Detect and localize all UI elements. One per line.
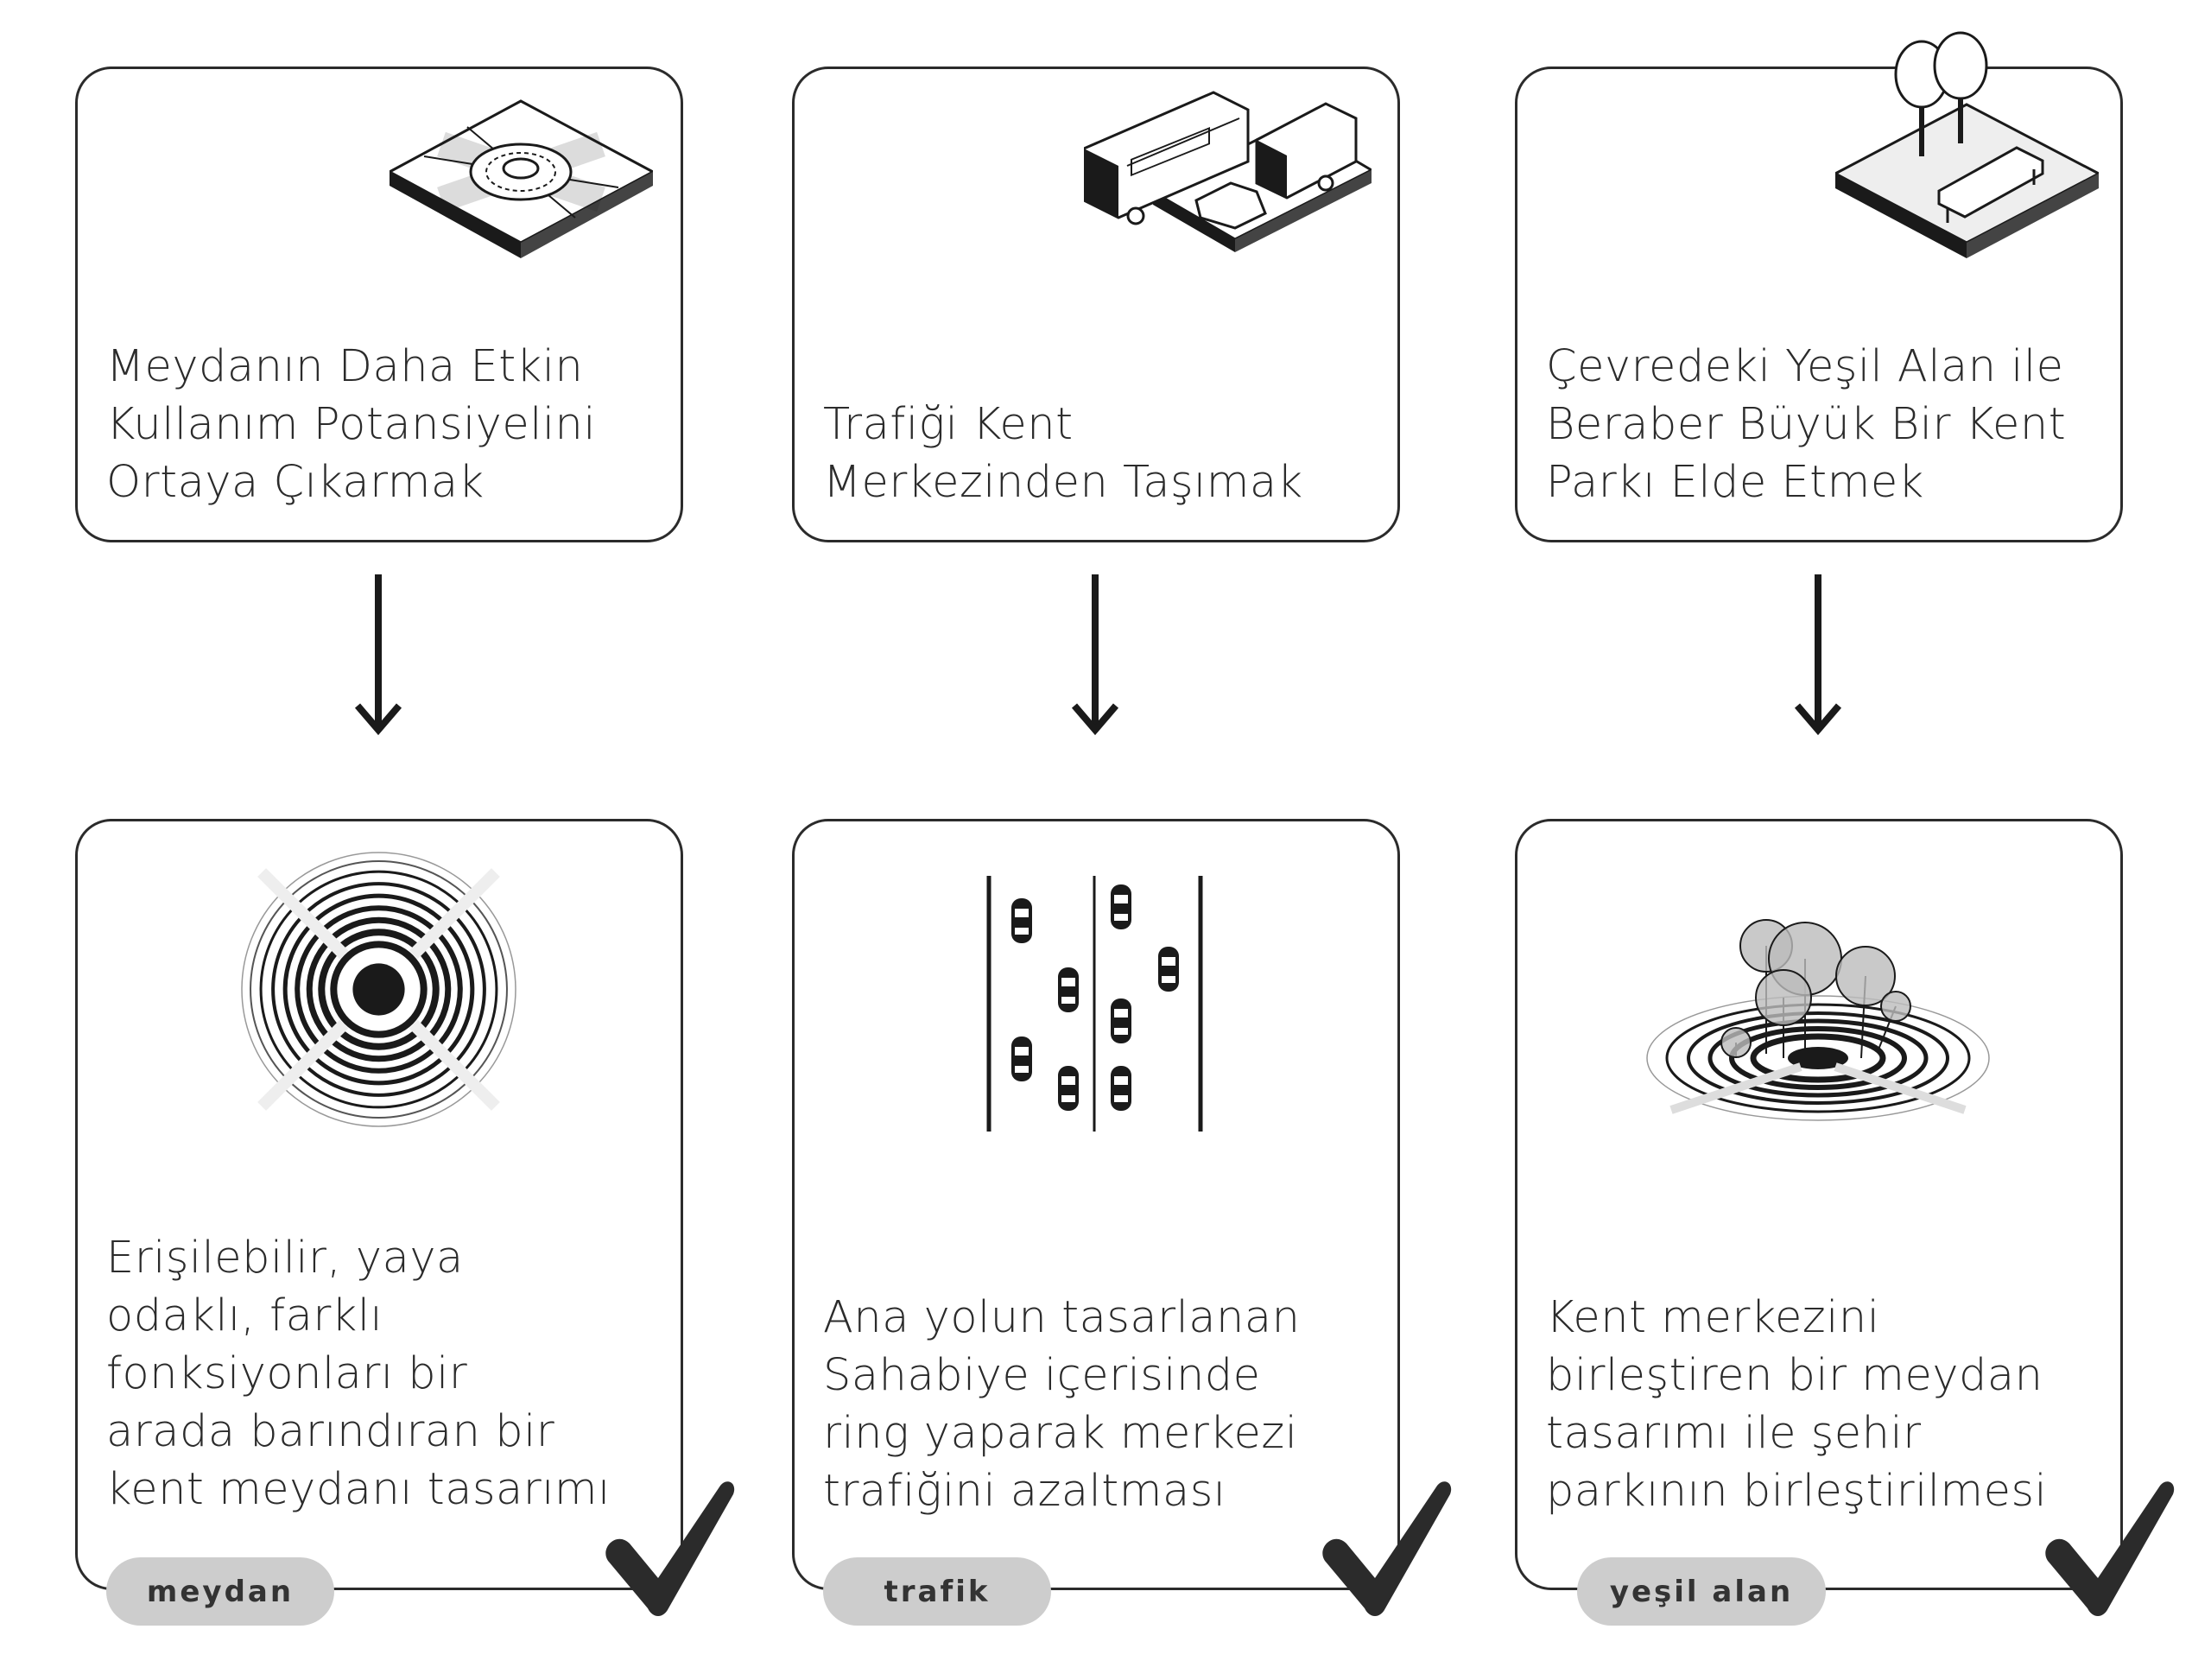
park-trees-bench-isometric-icon <box>1835 31 2099 258</box>
tag-yesil-alan: yeşil alan <box>1577 1557 1826 1626</box>
goal-card-yesil-alan <box>1515 67 2123 542</box>
outcome-card-trafik <box>792 819 1400 1590</box>
goal-text: Trafiği Kent Merkezinden Taşımak <box>823 399 1303 508</box>
concentric-plaza-icon <box>241 852 516 1127</box>
tag-trafik: trafik <box>823 1557 1051 1626</box>
arrow-down-icon <box>352 574 404 739</box>
checkmark-icon <box>1322 1481 1452 1616</box>
trees-concentric-plaza-icon <box>1646 919 1990 1121</box>
roundabout-isometric-icon <box>390 99 653 258</box>
tag-meydan: meydan <box>106 1557 334 1626</box>
checkmark-icon <box>2045 1481 2175 1616</box>
outcome-text: Ana yolun tasarlanan Sahabiye içerisinde… <box>823 1292 1301 1517</box>
road-lanes-cars-icon <box>986 876 1203 1132</box>
buses-cars-isometric-icon <box>1084 91 1372 252</box>
outcome-text: Erişilebilir, yaya odaklı, farklı fonksi… <box>106 1233 611 1515</box>
outcome-text: Kent merkezini birleştiren bir meydan ta… <box>1546 1292 2048 1517</box>
goal-text: Meydanın Daha Etkin Kullanım Potansiyeli… <box>106 341 597 508</box>
arrow-down-icon <box>1069 574 1121 739</box>
checkmark-icon <box>605 1481 735 1616</box>
arrow-down-icon <box>1792 574 1844 739</box>
goal-text: Çevredeki Yeşil Alan ile Beraber Büyük B… <box>1546 341 2067 508</box>
